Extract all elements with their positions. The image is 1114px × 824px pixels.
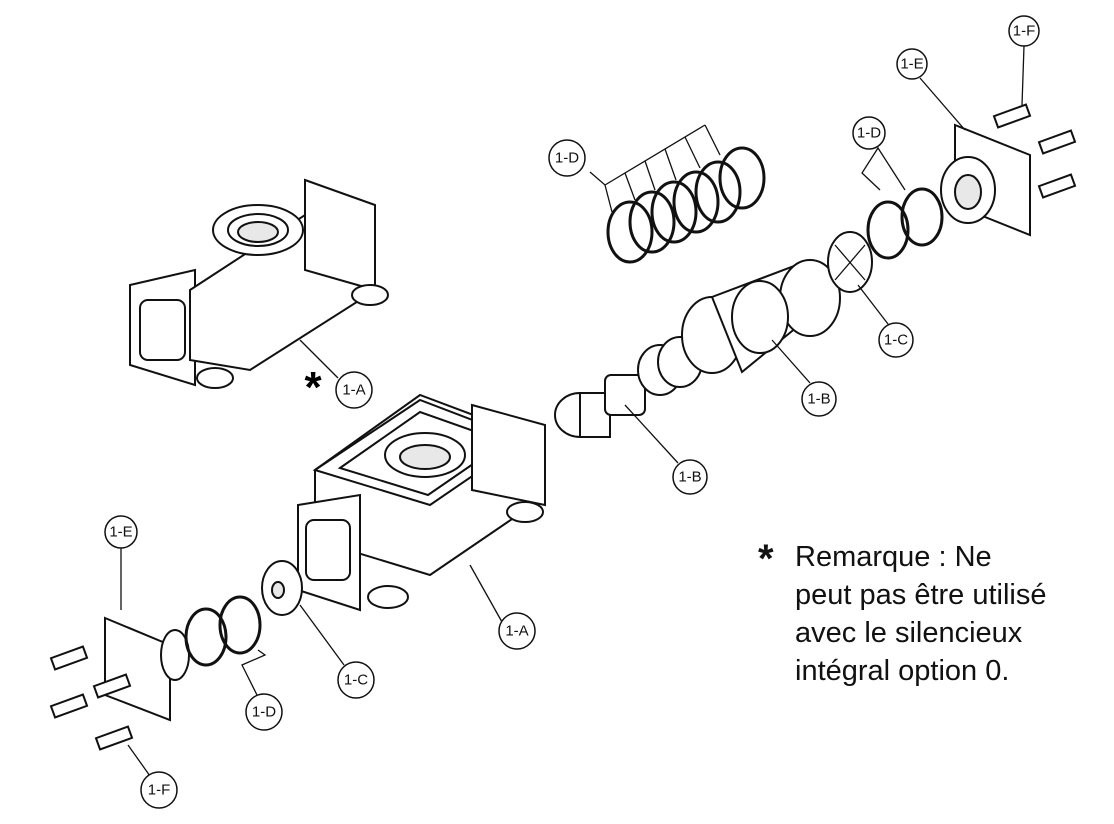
callout-1d-top-right: 1-D: [852, 116, 886, 150]
svg-text:1-A: 1-A: [505, 623, 528, 640]
svg-text:1-E: 1-E: [900, 56, 923, 73]
svg-text:1-C: 1-C: [884, 332, 908, 349]
callout-1e-bottom: 1-E: [104, 515, 138, 549]
callout-1c-bottom: 1-C: [337, 661, 375, 699]
note-asterisk: *: [758, 537, 774, 581]
svg-text:1-D: 1-D: [252, 704, 276, 721]
callout-1f-top: 1-F: [1008, 15, 1040, 47]
note-line: avec le silencieux: [795, 617, 1023, 649]
o-rings-top-right: [866, 187, 944, 260]
callout-1f-bottom: 1-F: [140, 771, 178, 809]
svg-text:1-C: 1-C: [344, 672, 368, 689]
housing-lower: [297, 393, 546, 612]
callout-1d-top-left: 1-D: [548, 139, 586, 177]
svg-text:1-D: 1-D: [555, 150, 579, 167]
callout-1e-top: 1-E: [896, 48, 928, 80]
svg-text:1-F: 1-F: [148, 782, 171, 799]
note-line: intégral option 0.: [795, 655, 1010, 687]
svg-text:1-B: 1-B: [807, 391, 830, 408]
callout-1d-bottom: 1-D: [245, 693, 283, 731]
leader-lines: [120, 45, 1025, 777]
note-line: Remarque : Ne: [795, 541, 992, 573]
sleeve-1-b: [681, 258, 841, 374]
spool-small: [554, 336, 703, 438]
callout-1a-bottom: 1-A: [498, 612, 536, 650]
svg-text:1-D: 1-D: [857, 125, 881, 142]
callout-1b-center: 1-B: [672, 459, 708, 495]
callout-1b-right: 1-B: [801, 381, 837, 417]
callout-1c-right: 1-C: [878, 322, 914, 358]
svg-text:1-E: 1-E: [109, 524, 132, 541]
svg-text:1-B: 1-B: [678, 469, 701, 486]
svg-text:1-A: 1-A: [342, 382, 365, 399]
svg-text:1-F: 1-F: [1013, 23, 1036, 40]
callout-1a-top: 1-A: [335, 371, 373, 409]
end-cap-bottom: [104, 616, 190, 722]
bolts-top: [992, 103, 1077, 199]
asterisk-marker: *: [304, 363, 322, 412]
housing-upper: [129, 178, 389, 389]
end-cap-top: [940, 123, 1031, 237]
note-line: peut pas être utilisé: [795, 579, 1047, 611]
remark-note: * Remarque : Ne peut pas être utilisé av…: [758, 538, 1046, 690]
o-rings-top-left: [606, 146, 766, 264]
bolts-bottom: [49, 645, 134, 751]
o-rings-bottom: [184, 595, 262, 667]
